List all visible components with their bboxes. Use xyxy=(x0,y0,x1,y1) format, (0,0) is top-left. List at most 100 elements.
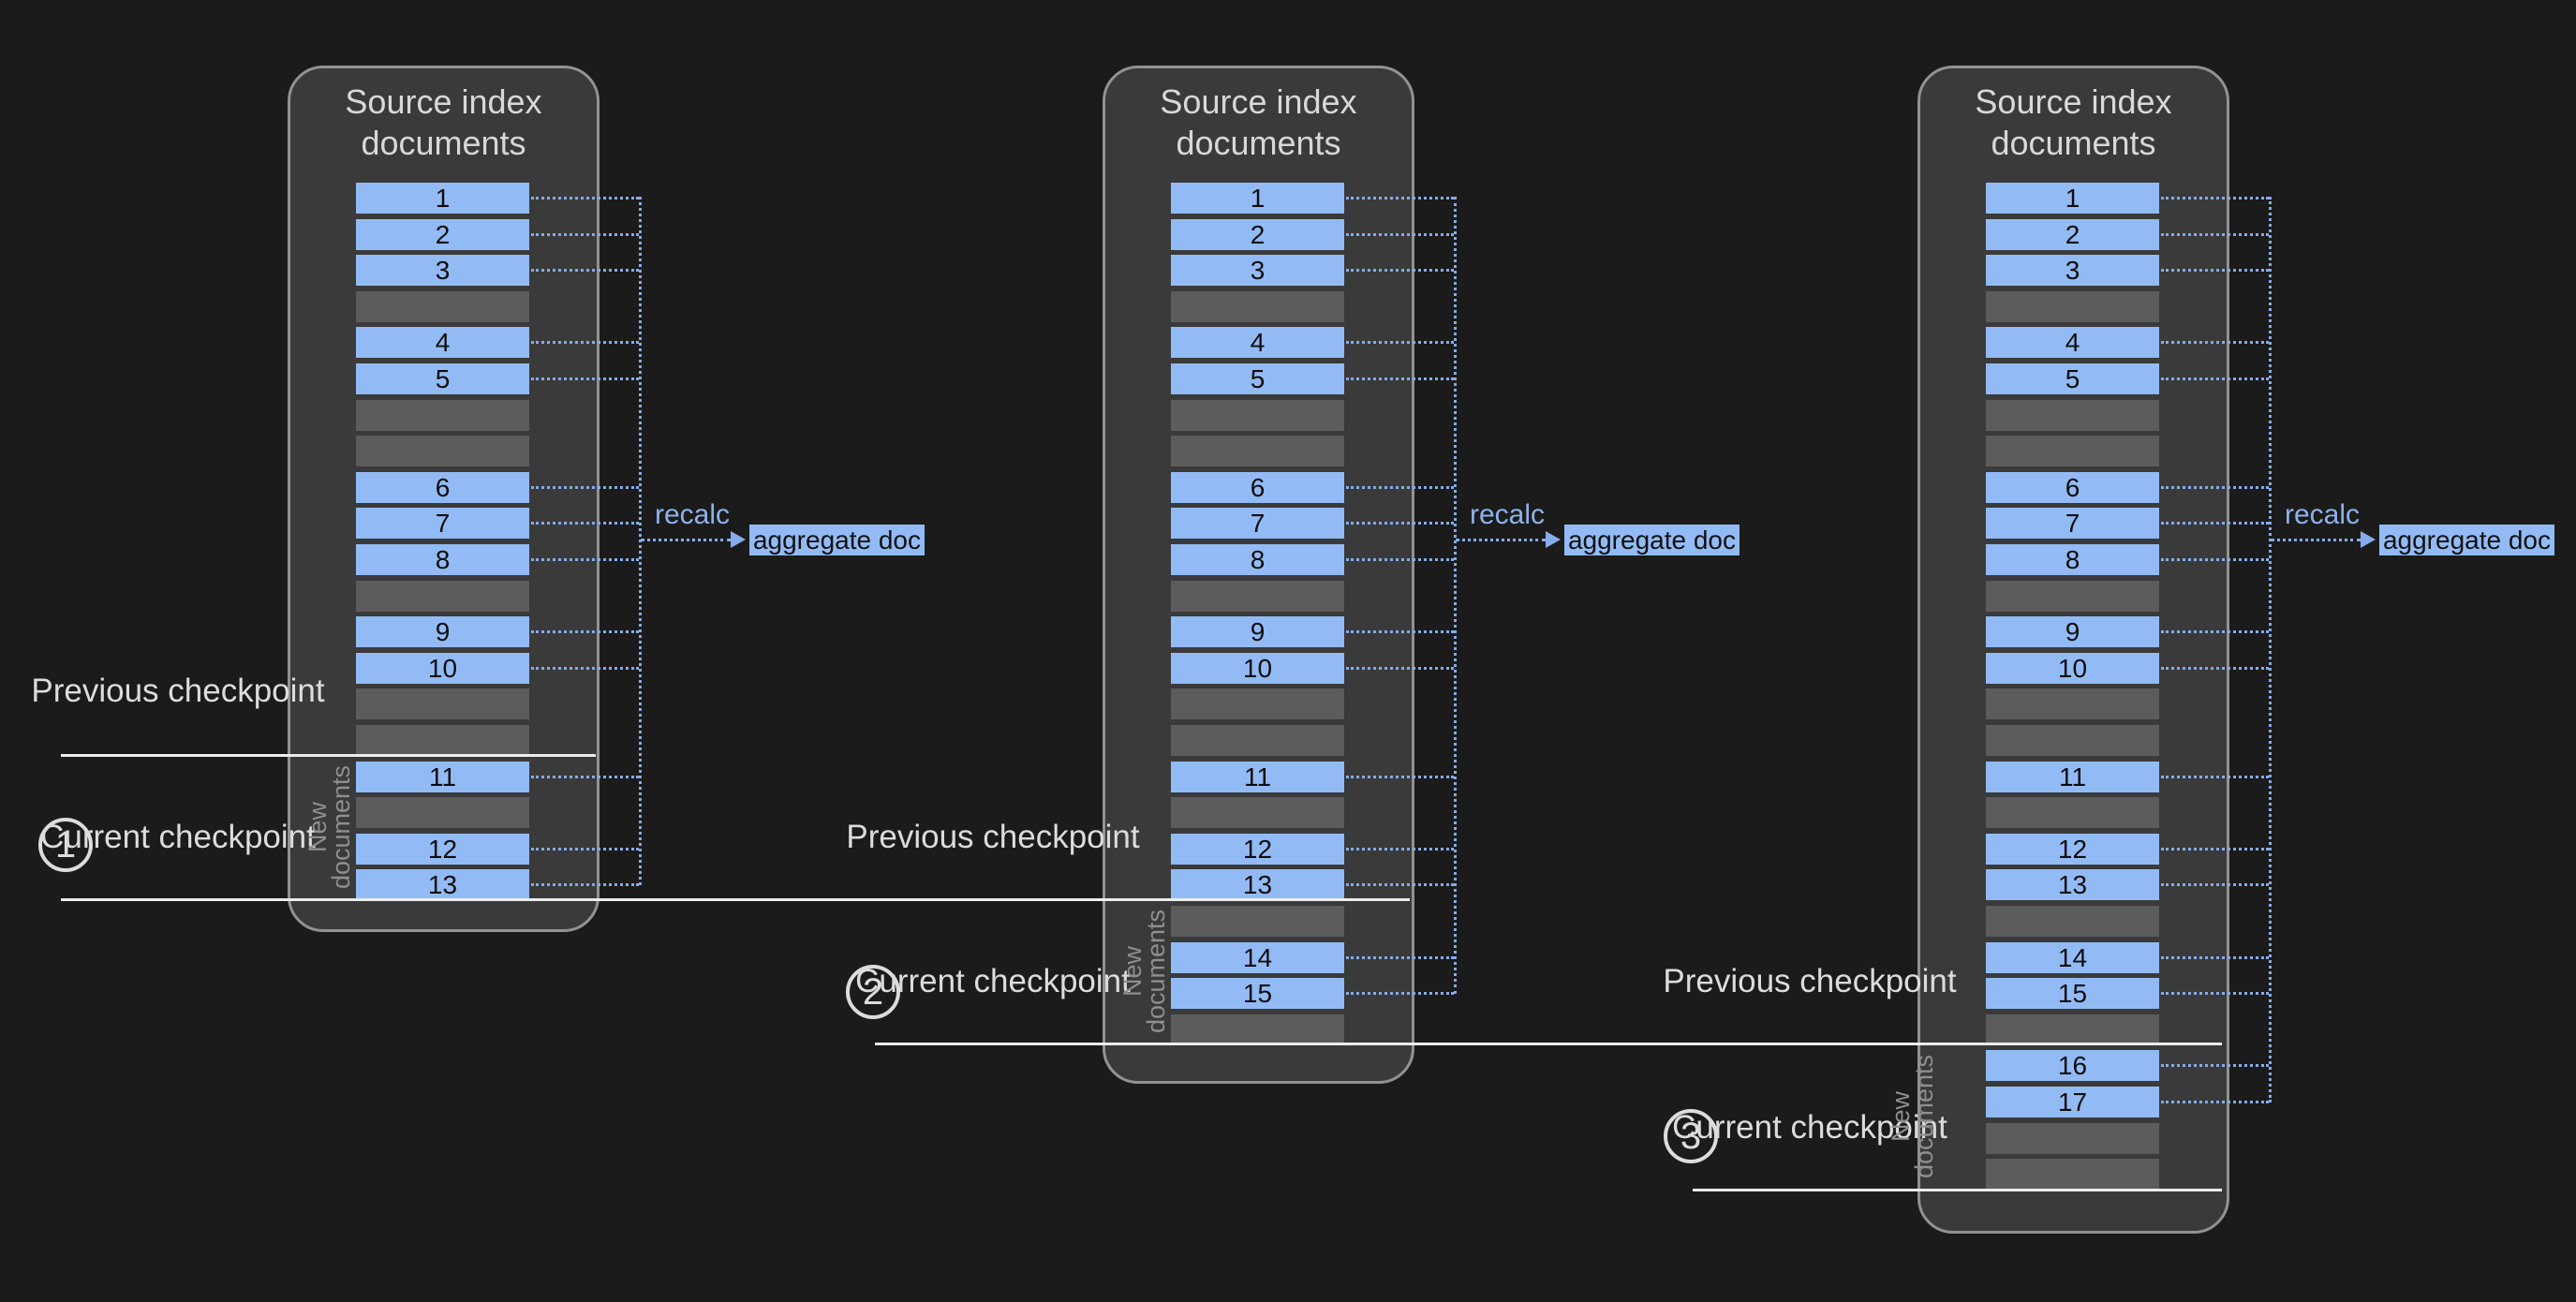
empty-row xyxy=(1986,725,2159,756)
empty-row xyxy=(356,688,529,719)
doc-row-11: 11 xyxy=(1986,762,2159,792)
doc-row-12: 12 xyxy=(1171,834,1344,865)
empty-row xyxy=(1986,400,2159,431)
empty-row xyxy=(1171,436,1344,466)
checkpoint-line-current-3 xyxy=(1693,1189,2222,1191)
connector-bus-line xyxy=(2269,197,2272,1102)
doc-connector-line xyxy=(531,558,639,561)
doc-connector-line xyxy=(1346,522,1454,525)
doc-row-4: 4 xyxy=(356,327,529,358)
doc-connector-line xyxy=(531,883,639,886)
doc-connector-line xyxy=(531,630,639,633)
doc-connector-line xyxy=(1346,776,1454,778)
doc-row-10: 10 xyxy=(1986,653,2159,684)
doc-row-5: 5 xyxy=(356,363,529,394)
empty-row xyxy=(1171,725,1344,756)
doc-row-4: 4 xyxy=(1986,327,2159,358)
doc-row-11: 11 xyxy=(1171,762,1344,792)
previous-checkpoint-label-1: Previous checkpoint xyxy=(31,673,325,709)
recalc-arrow xyxy=(2271,539,2361,541)
doc-connector-line xyxy=(2161,486,2269,489)
empty-row xyxy=(1986,906,2159,937)
doc-row-7: 7 xyxy=(356,508,529,539)
empty-row xyxy=(356,291,529,322)
doc-row-4: 4 xyxy=(1171,327,1344,358)
doc-connector-line xyxy=(1346,558,1454,561)
doc-row-9: 9 xyxy=(1171,616,1344,647)
doc-connector-line xyxy=(531,522,639,525)
panel-title: Source index documents xyxy=(345,82,542,162)
empty-row xyxy=(1986,291,2159,322)
doc-row-2: 2 xyxy=(1986,219,2159,250)
doc-row-6: 6 xyxy=(1171,472,1344,503)
empty-row xyxy=(1171,400,1344,431)
doc-connector-line xyxy=(2161,233,2269,236)
checkpoint-line-current-2-previous-3 xyxy=(875,1043,2222,1045)
previous-checkpoint-label-2: Previous checkpoint xyxy=(846,819,1140,855)
doc-connector-line xyxy=(1346,269,1454,272)
doc-connector-line xyxy=(1346,848,1454,851)
doc-row-3: 3 xyxy=(1171,255,1344,286)
doc-row-1: 1 xyxy=(356,183,529,214)
recalc-arrowhead-icon xyxy=(1546,531,1561,548)
doc-row-10: 10 xyxy=(356,653,529,684)
doc-row-9: 9 xyxy=(356,616,529,647)
step-number-badge-1: 1 xyxy=(38,818,93,872)
previous-checkpoint-label-3: Previous checkpoint xyxy=(1663,963,1957,999)
doc-row-13: 13 xyxy=(1986,869,2159,900)
doc-row-7: 7 xyxy=(1171,508,1344,539)
recalc-label-1: recalc xyxy=(655,499,731,530)
doc-connector-line xyxy=(531,269,639,272)
doc-row-8: 8 xyxy=(1986,544,2159,575)
doc-row-16: 16 xyxy=(1986,1050,2159,1081)
doc-connector-line xyxy=(2161,667,2269,670)
empty-row xyxy=(1171,797,1344,828)
empty-row xyxy=(1986,581,2159,612)
doc-connector-line xyxy=(2161,197,2269,200)
doc-connector-line xyxy=(531,341,639,344)
doc-connector-line xyxy=(2161,522,2269,525)
current-checkpoint-label-2: Current checkpoint xyxy=(855,963,1131,999)
panel-title: Source index documents xyxy=(1975,82,2172,162)
recalc-label-2: recalc xyxy=(1470,499,1546,530)
empty-row xyxy=(356,581,529,612)
aggregate-doc-box-1: aggregate doc xyxy=(749,525,925,555)
doc-connector-line xyxy=(1346,956,1454,959)
recalc-arrow xyxy=(1456,539,1546,541)
empty-row xyxy=(356,436,529,466)
doc-connector-line xyxy=(2161,776,2269,778)
doc-row-8: 8 xyxy=(1171,544,1344,575)
empty-row xyxy=(356,725,529,756)
doc-connector-line xyxy=(2161,1101,2269,1103)
empty-row xyxy=(356,400,529,431)
doc-connector-line xyxy=(531,848,639,851)
doc-row-6: 6 xyxy=(356,472,529,503)
doc-connector-line xyxy=(2161,1064,2269,1067)
doc-row-14: 14 xyxy=(1171,942,1344,973)
doc-row-12: 12 xyxy=(1986,834,2159,865)
checkpoint-line-previous-1 xyxy=(61,754,596,757)
doc-connector-line xyxy=(2161,630,2269,633)
doc-connector-line xyxy=(531,486,639,489)
panel-title: Source index documents xyxy=(1160,82,1357,162)
doc-connector-line xyxy=(1346,486,1454,489)
doc-connector-line xyxy=(1346,197,1454,200)
doc-row-7: 7 xyxy=(1986,508,2159,539)
doc-connector-line xyxy=(1346,377,1454,380)
doc-row-11: 11 xyxy=(356,762,529,792)
empty-row xyxy=(1986,1159,2159,1190)
doc-connector-line xyxy=(1346,992,1454,995)
step-number-badge-2: 2 xyxy=(846,965,900,1019)
doc-row-13: 13 xyxy=(1171,869,1344,900)
doc-connector-line xyxy=(2161,883,2269,886)
doc-row-17: 17 xyxy=(1986,1087,2159,1117)
doc-connector-line xyxy=(1346,883,1454,886)
doc-connector-line xyxy=(2161,558,2269,561)
doc-connector-line xyxy=(1346,667,1454,670)
aggregate-doc-box-3: aggregate doc xyxy=(2379,525,2554,555)
connector-bus-line xyxy=(1454,197,1457,994)
doc-connector-line xyxy=(531,776,639,778)
